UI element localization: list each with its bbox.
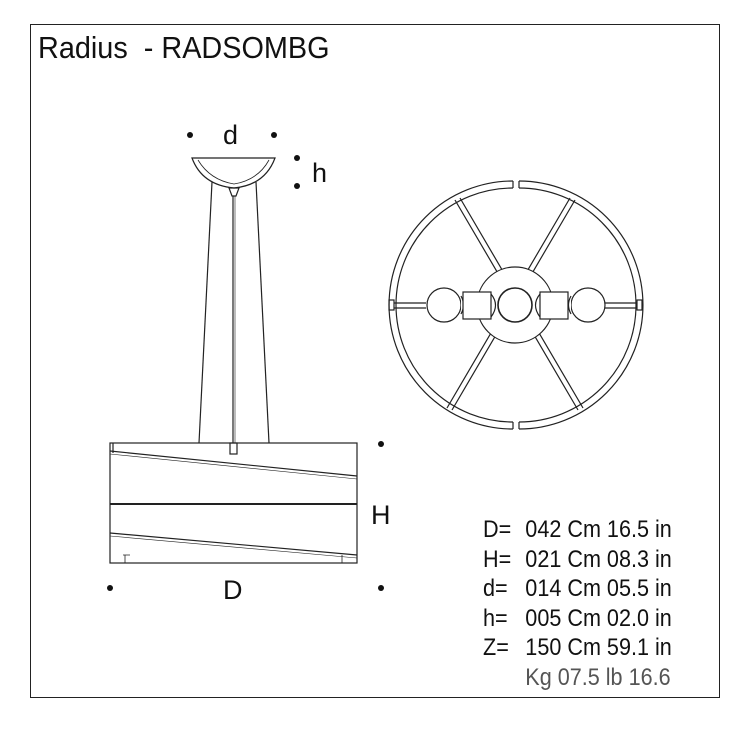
- socket-left: [462, 291, 492, 320]
- spec-row: d= 014 Cm 05.5 in: [483, 574, 672, 604]
- cable-clamp: [229, 442, 238, 455]
- bulb-right: [570, 287, 606, 323]
- top-view: [388, 180, 644, 430]
- label-H: H: [371, 500, 391, 530]
- specifications: D= 042 Cm 16.5 in H= 021 Cm 08.3 in d= 014 …: [483, 515, 672, 692]
- dimension-dots: [107, 132, 384, 591]
- suspension-rod-left: [198, 181, 213, 444]
- spec-row: Z= 150 Cm 59.1 in: [483, 633, 672, 663]
- spec-key: h=: [483, 604, 508, 632]
- socket-right: [539, 291, 569, 320]
- label-d: d: [223, 120, 239, 150]
- spec-value: 150 Cm 59.1 in: [525, 634, 672, 661]
- spec-row: D= 042 Cm 16.5 in: [483, 515, 672, 545]
- center-hub: [497, 287, 533, 323]
- cable-grip: [228, 187, 240, 197]
- spec-key: D=: [483, 516, 512, 543]
- spec-key: Z=: [483, 634, 509, 661]
- weight: Kg 07.5 lb 16.6: [525, 663, 671, 691]
- drawing-frame: [30, 24, 720, 698]
- canopy: [191, 157, 276, 189]
- spec-row: H= 021 Cm 08.3 in: [483, 545, 672, 575]
- spec-key: H=: [483, 545, 512, 573]
- suspension-rod-right: [255, 181, 270, 444]
- label-D: D: [223, 575, 243, 605]
- spec-value: 014 Cm 05.5 in: [525, 575, 672, 602]
- label-h: h: [312, 158, 328, 188]
- spec-key: d=: [483, 575, 508, 602]
- spec-value: 042 Cm 16.5 in: [525, 516, 672, 543]
- spec-value: 005 Cm 02.0 in: [525, 604, 672, 632]
- side-view: [109, 157, 358, 564]
- bulb-left: [426, 287, 462, 323]
- spec-value: 021 Cm 08.3 in: [525, 545, 672, 573]
- product-title: Radius - RADSOMBG: [38, 30, 330, 65]
- spec-row: h= 005 Cm 02.0 in: [483, 604, 672, 634]
